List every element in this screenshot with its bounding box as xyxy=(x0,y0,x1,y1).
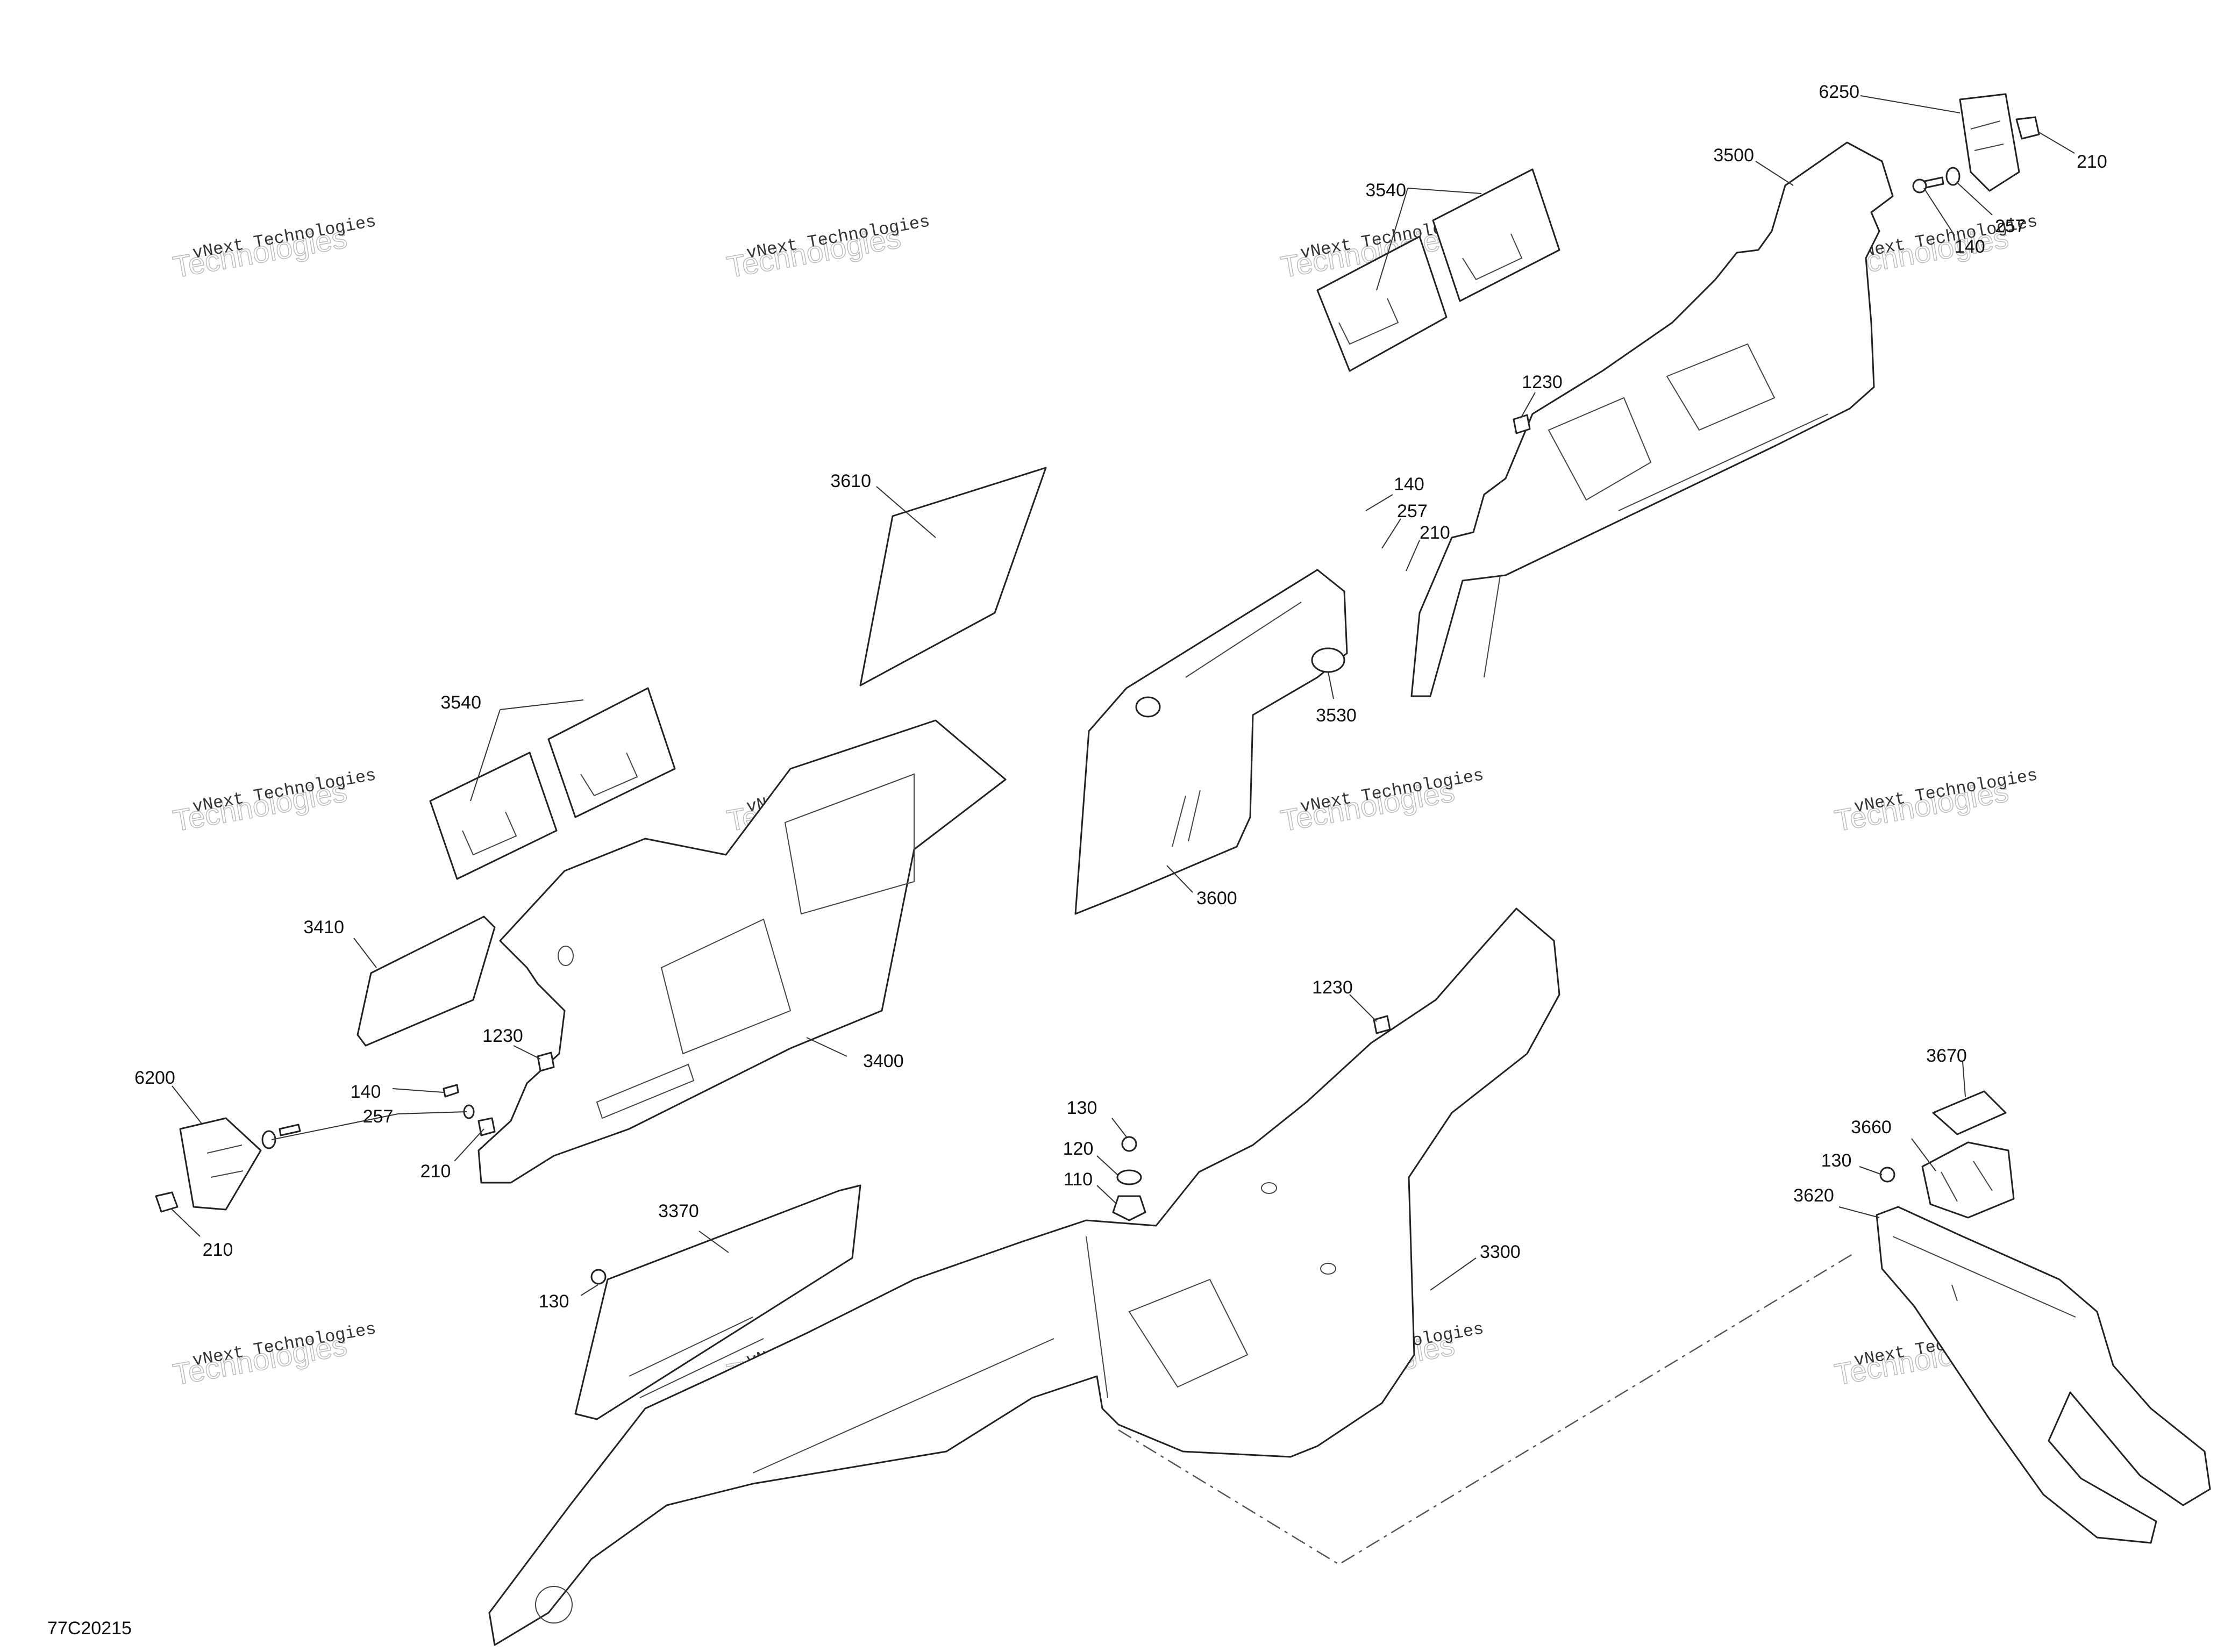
callout-label: 120 xyxy=(1063,1139,1094,1159)
callout-label: 3400 xyxy=(863,1051,904,1071)
part-6200-bracket xyxy=(179,1117,262,1211)
watermark: Technologies vNext Technologies xyxy=(724,211,931,284)
callout-label: 257 xyxy=(1397,501,1428,521)
watermark: Technologies vNext Technologies xyxy=(170,211,377,284)
callout-label: 130 xyxy=(1067,1098,1097,1118)
callout-label: 210 xyxy=(1420,523,1450,543)
part-120-washer xyxy=(1116,1169,1142,1185)
diagram-reference-code: 77C20215 xyxy=(47,1618,132,1639)
part-140-screw xyxy=(279,1124,301,1136)
part-257-washer xyxy=(261,1130,276,1149)
part-3540-pad xyxy=(1316,235,1448,372)
part-130-fastener xyxy=(1879,1167,1895,1183)
callout-label: 6200 xyxy=(134,1068,175,1088)
part-3660-bracket xyxy=(1921,1141,2015,1219)
callout-label: 3300 xyxy=(1480,1242,1521,1262)
watermark: Technologies vNext Technologies xyxy=(1831,765,2039,838)
callout-label: 3620 xyxy=(1793,1185,1834,1206)
part-3670-clip xyxy=(1932,1090,2007,1135)
part-3540-pad xyxy=(429,752,558,880)
part-210-clip xyxy=(155,1191,179,1213)
part-130-fastener xyxy=(590,1269,607,1285)
callout-label: 257 xyxy=(363,1106,394,1127)
part-1230-clip xyxy=(1513,414,1531,434)
part-3500-panel xyxy=(1410,141,1894,697)
part-3400-console xyxy=(477,719,1007,1184)
callout-label: 1230 xyxy=(1312,977,1353,998)
part-3600-panel xyxy=(1074,569,1348,915)
part-3370-tray xyxy=(574,1184,861,1420)
parts xyxy=(155,93,2211,1646)
part-110-grommet xyxy=(1112,1195,1146,1221)
callout-label: 6250 xyxy=(1819,82,1859,102)
callout-label: 3540 xyxy=(440,692,481,713)
part-3610-sheet xyxy=(859,467,1047,686)
callout-label: 140 xyxy=(1394,474,1424,495)
callout-label: 140 xyxy=(1955,237,1985,257)
callout-label: 1230 xyxy=(1522,372,1563,392)
callout-label: 130 xyxy=(539,1291,569,1312)
callout-label: 3370 xyxy=(658,1201,699,1221)
callout-label: 140 xyxy=(351,1082,381,1102)
part-3540-pad xyxy=(547,687,676,818)
callouts: 6250 210 3500 257 140 3540 1230 140 257 … xyxy=(134,82,2107,1312)
part-210-clip xyxy=(2015,116,2040,140)
watermark: Technologies vNext Technologies xyxy=(170,1319,377,1392)
part-3300-floor xyxy=(488,907,1560,1646)
watermark: Technologies vNext Technologies xyxy=(170,765,377,838)
callout-label: 257 xyxy=(1995,216,2026,237)
assembly-dashed-line xyxy=(1118,1251,1856,1565)
callout-label: 210 xyxy=(2077,152,2107,172)
callout-label: 3500 xyxy=(1713,145,1754,166)
callout-label: 130 xyxy=(1821,1150,1852,1171)
part-257-washer xyxy=(1945,167,1961,186)
callout-label: 3540 xyxy=(1365,180,1406,201)
part-130-fastener xyxy=(1121,1136,1137,1152)
callout-label: 3410 xyxy=(303,917,344,938)
callout-label: 110 xyxy=(1064,1169,1093,1190)
callout-label: 210 xyxy=(203,1240,233,1260)
callout-label: 3530 xyxy=(1316,705,1357,726)
callout-label: 3610 xyxy=(830,471,871,491)
callout-label: 3670 xyxy=(1926,1046,1967,1066)
part-6250-bracket xyxy=(1959,93,2020,192)
part-3620-rail xyxy=(1876,1206,2211,1544)
part-3530-grommet xyxy=(1311,647,1345,673)
callout-label: 210 xyxy=(420,1161,451,1182)
callout-label: 3660 xyxy=(1851,1117,1892,1138)
part-1230-clip xyxy=(537,1052,555,1072)
callout-label: 3600 xyxy=(1196,888,1237,909)
part-3540-pad xyxy=(1432,168,1560,302)
part-1230-clip xyxy=(1373,1015,1391,1034)
watermark: Technologies vNext Technologies xyxy=(1278,765,1485,838)
part-3410-tray xyxy=(357,916,496,1047)
callout-label: 1230 xyxy=(482,1026,523,1046)
